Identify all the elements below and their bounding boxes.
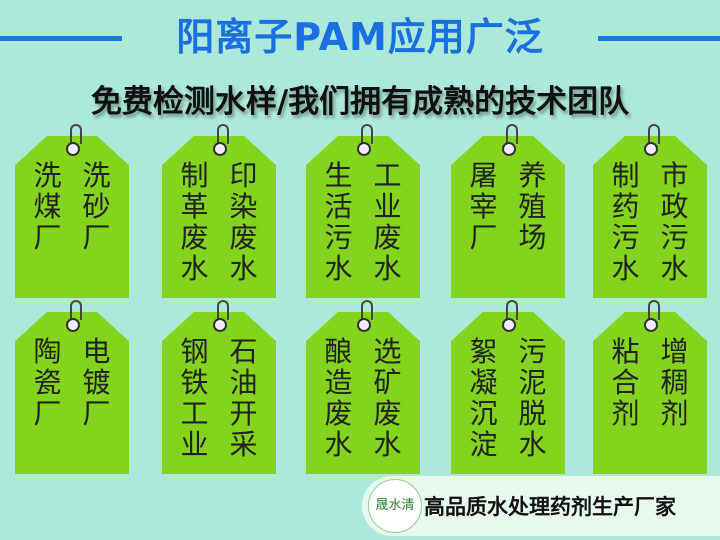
tag-label: 市政污水 <box>660 159 689 285</box>
tag-string <box>648 300 660 320</box>
application-tag: 陶瓷厂电镀厂 <box>15 300 129 474</box>
application-tag: 制药污水市政污水 <box>593 124 707 298</box>
tag-label: 钢铁工业 <box>180 335 209 461</box>
tag-hole <box>213 318 227 332</box>
tag-body <box>306 312 420 474</box>
tag-label: 洗煤厂 <box>33 159 62 254</box>
application-tag: 洗煤厂洗砂厂 <box>15 124 129 298</box>
tag-string <box>506 124 518 144</box>
tag-hole <box>644 142 658 156</box>
tag-body <box>162 312 276 474</box>
tag-body <box>306 136 420 298</box>
tag-body <box>15 136 129 298</box>
tag-label: 养殖场 <box>518 159 547 254</box>
application-tag: 絮凝沉淀污泥脱水 <box>451 300 565 474</box>
page-subtitle: 免费检测水样/我们拥有成熟的技术团队 <box>90 84 630 120</box>
tag-string <box>506 300 518 320</box>
tag-label: 制药污水 <box>611 159 640 285</box>
tag-label: 粘合剂 <box>611 335 640 430</box>
application-tag: 酿造废水选矿废水 <box>306 300 420 474</box>
brand-banner: 晟水清 高品质水处理药剂生产厂家 <box>362 476 720 536</box>
tag-label: 污泥脱水 <box>518 335 547 461</box>
tag-string <box>361 300 373 320</box>
tag-hole <box>357 318 371 332</box>
tag-hole <box>66 318 80 332</box>
tag-body <box>451 312 565 474</box>
application-tag: 钢铁工业石油开采 <box>162 300 276 474</box>
tag-body <box>593 312 707 474</box>
tag-label: 生活污水 <box>324 159 353 285</box>
tag-hole <box>644 318 658 332</box>
page-title: 阳离子PAM应用广泛 <box>176 15 544 59</box>
application-tag: 生活污水工业废水 <box>306 124 420 298</box>
tag-hole <box>66 142 80 156</box>
tag-body <box>15 312 129 474</box>
tag-label: 石油开采 <box>229 335 258 461</box>
tag-label: 增稠剂 <box>660 335 689 430</box>
tag-hole <box>357 142 371 156</box>
tag-string <box>361 124 373 144</box>
tag-hole <box>502 142 516 156</box>
tag-label: 絮凝沉淀 <box>469 335 498 461</box>
tag-string <box>648 124 660 144</box>
tag-label: 陶瓷厂 <box>33 335 62 430</box>
tag-string <box>70 300 82 320</box>
tag-label: 酿造废水 <box>324 335 353 461</box>
tag-body <box>162 136 276 298</box>
tag-label: 印染废水 <box>229 159 258 285</box>
title-line-right <box>598 36 720 41</box>
tag-label: 选矿废水 <box>373 335 402 461</box>
tag-hole <box>213 142 227 156</box>
application-tag: 粘合剂增稠剂 <box>593 300 707 474</box>
tag-string <box>217 300 229 320</box>
title-line-left <box>0 36 122 41</box>
tag-label: 电镀厂 <box>82 335 111 430</box>
tag-string <box>70 124 82 144</box>
tag-body <box>593 136 707 298</box>
tag-label: 洗砂厂 <box>82 159 111 254</box>
brand-slogan: 高品质水处理药剂生产厂家 <box>424 495 676 519</box>
tag-hole <box>502 318 516 332</box>
brand-logo: 晟水清 <box>368 479 422 533</box>
application-tag: 屠宰厂养殖场 <box>451 124 565 298</box>
tag-label: 制革废水 <box>180 159 209 285</box>
tag-label: 屠宰厂 <box>469 159 498 254</box>
tag-string <box>217 124 229 144</box>
tag-body <box>451 136 565 298</box>
application-tag: 制革废水印染废水 <box>162 124 276 298</box>
tag-label: 工业废水 <box>373 159 402 285</box>
